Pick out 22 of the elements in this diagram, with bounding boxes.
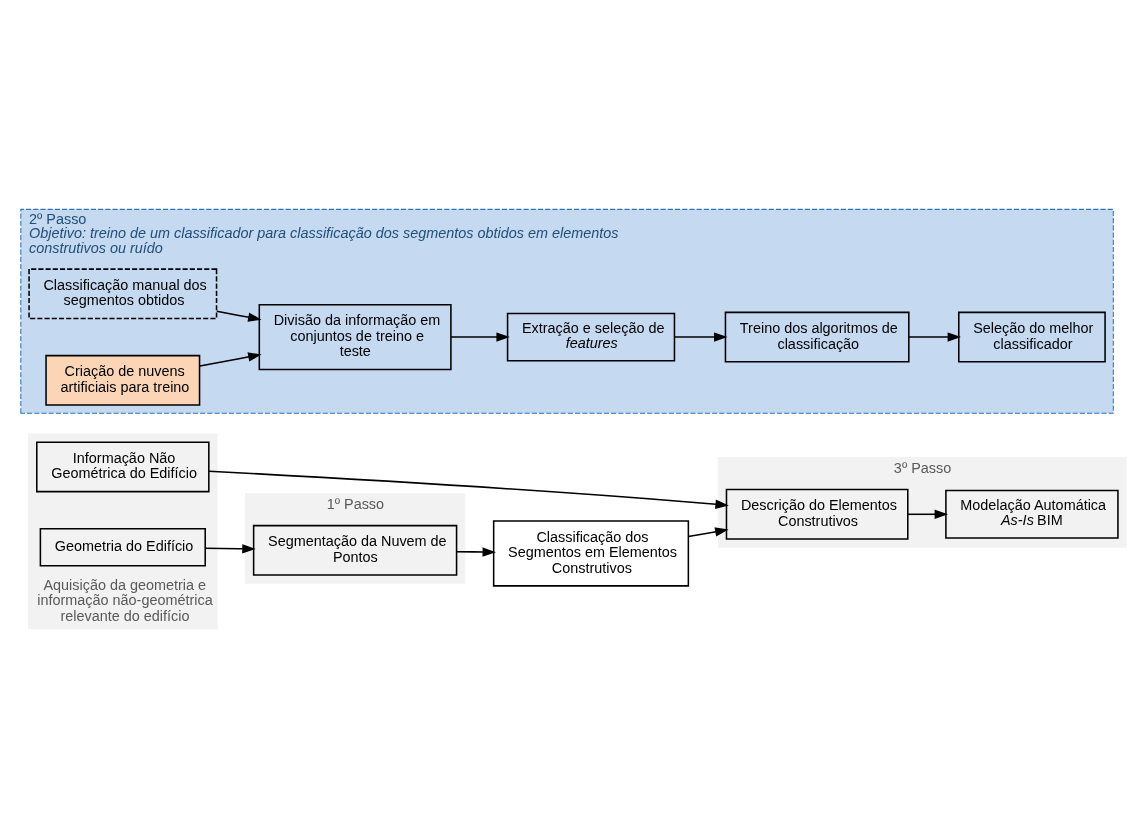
arrow: [450, 332, 510, 342]
node-box: Treino dos algoritmos de classificação: [724, 311, 910, 363]
node-box: Geometria do Edifício: [39, 527, 206, 567]
node-box: Criação de nuvens artificiais para treino: [45, 354, 201, 406]
arrow: [907, 509, 949, 519]
arrow: [908, 332, 962, 342]
node-box: Extração e seleção de features: [506, 312, 676, 362]
node-box: Classificação dos Segmentos em Elementos Construtivos: [492, 520, 690, 587]
arrow: [673, 332, 728, 342]
node-box: Divisão da informação em conjuntos de treino e teste: [258, 303, 452, 371]
node-box: Segmentação da Nuvem de Pontos: [252, 524, 458, 576]
arrow: [455, 547, 496, 557]
node-box: Seleção do melhor classificador: [958, 311, 1106, 363]
arrow: [199, 352, 262, 367]
arrow: [208, 470, 729, 509]
arrow: [216, 310, 262, 322]
node-box: Informação Não Geométrica do Edifício: [36, 441, 210, 493]
node-box: Modelação Automática As-Is BIM: [945, 489, 1119, 539]
node-box: Descrição do Elementos Construtivos: [725, 488, 909, 540]
arrow: [687, 527, 729, 538]
node-box: Classificação manual dos segmentos obtidos: [28, 268, 218, 320]
arrow: [204, 544, 256, 554]
